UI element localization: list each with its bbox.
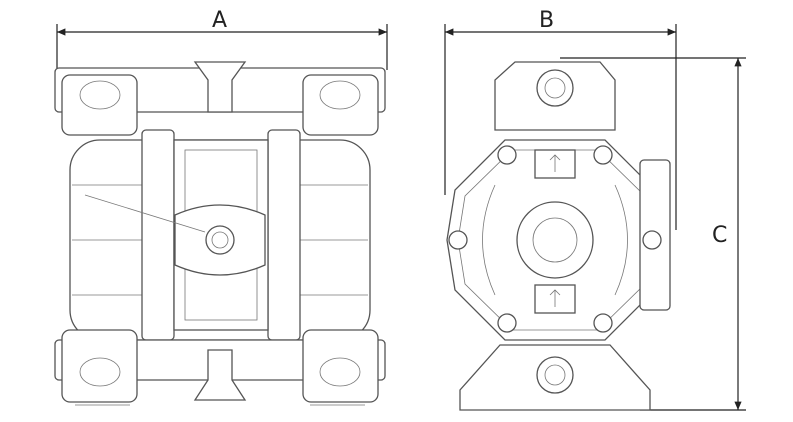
pump-side-view — [446, 61, 671, 411]
dimension-a-label: A — [212, 8, 228, 33]
dimension-a — [56, 24, 388, 70]
dimension-c — [560, 57, 746, 411]
pump-front-view — [54, 61, 386, 406]
dimension-c-label: C — [712, 223, 728, 248]
dimension-b-label: B — [539, 8, 555, 33]
